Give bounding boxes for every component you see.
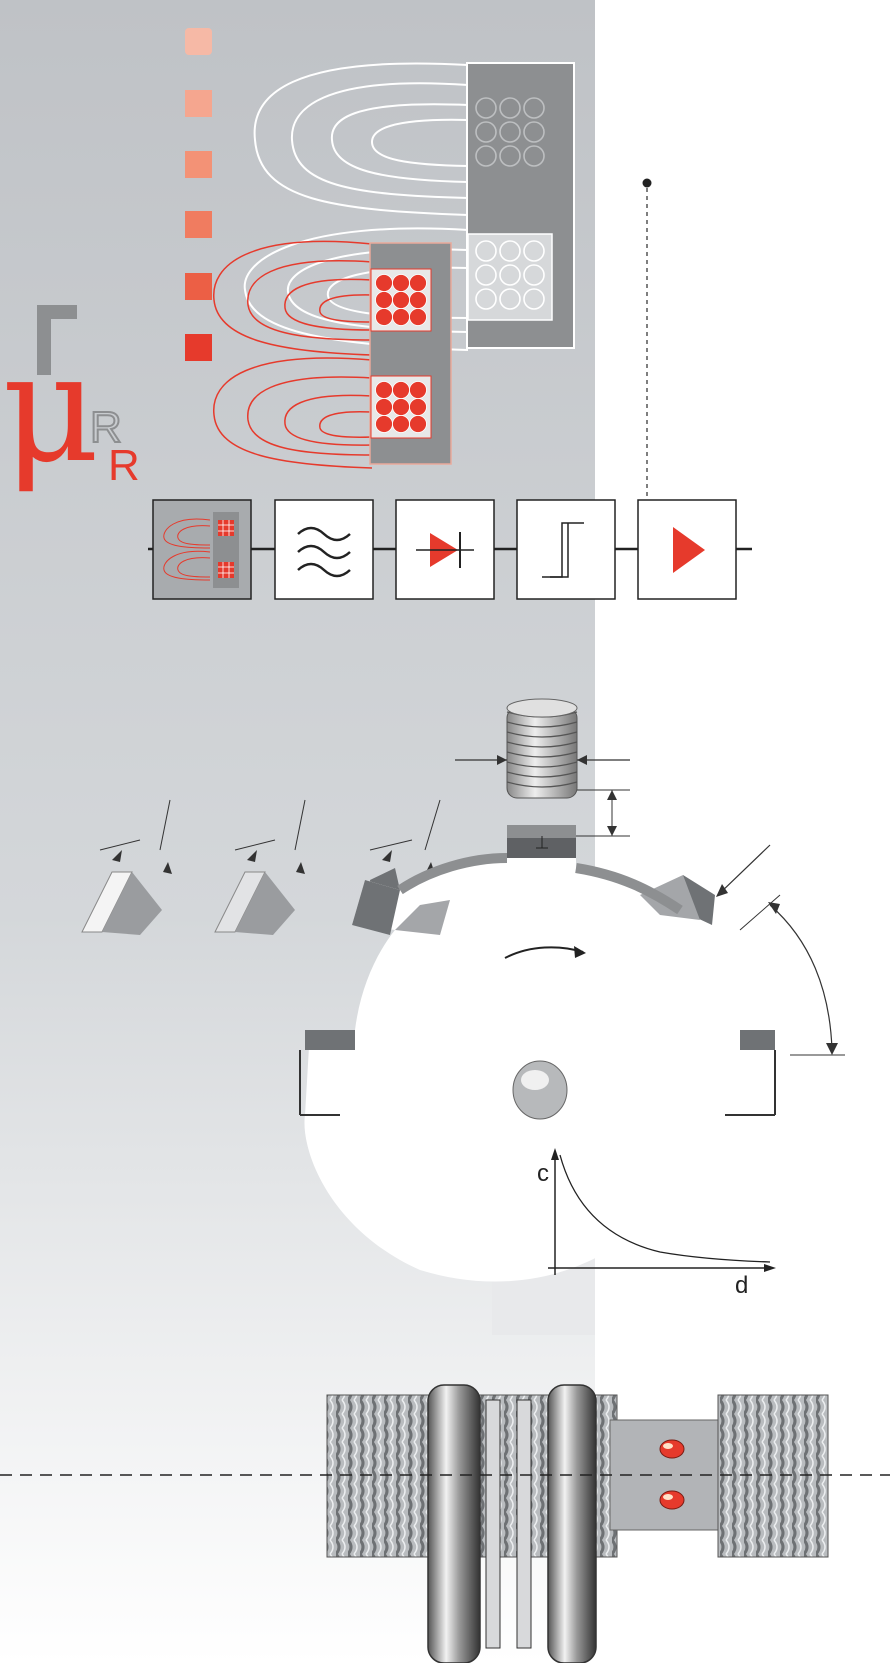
signal-stage-schmitt-trigger [517, 500, 615, 599]
graph-x-label: d [735, 1272, 748, 1299]
mu-subscript: R [108, 441, 140, 490]
mu-symbol: μ [2, 322, 100, 496]
signal-stage-rectifier [396, 500, 494, 599]
target-gear [300, 825, 775, 1282]
signal-chain [148, 500, 752, 599]
signal-stage-filter [275, 500, 373, 599]
probe-line [643, 179, 652, 501]
signal-stage-sensor-coil [153, 500, 251, 599]
coil-block-near [370, 243, 451, 464]
coil-block-far [467, 63, 574, 348]
signal-stage-amplifier [638, 500, 736, 599]
graph-y-label: c [537, 1160, 549, 1187]
angle-annotation [716, 845, 845, 1055]
